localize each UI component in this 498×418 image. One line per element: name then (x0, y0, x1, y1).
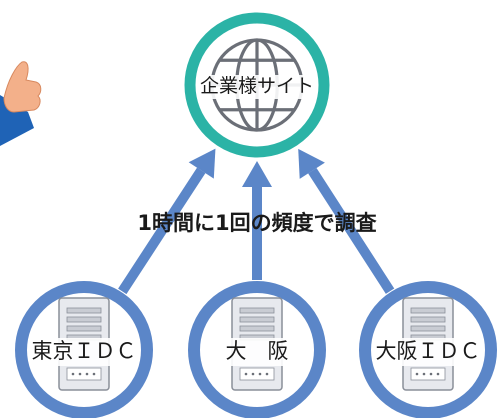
arrow-tokyo-to-site (118, 148, 216, 295)
source-label: 東京ＩＤＣ (32, 339, 137, 363)
target-label: 企業様サイト (200, 75, 314, 97)
arrows-group (118, 148, 395, 295)
source-node-osaka-idc: 大阪ＩＤＣ (359, 281, 497, 418)
thumbs-up-hand-icon (0, 61, 42, 146)
server-icon (376, 297, 480, 391)
source-node-tokyo-idc: 東京ＩＤＣ (15, 281, 153, 418)
server-icon (32, 297, 136, 391)
server-icon (205, 297, 309, 391)
globe-icon (201, 38, 313, 132)
source-label: 大阪ＩＤＣ (376, 339, 481, 363)
arrow-osaka-to-site (242, 161, 272, 280)
source-label: 大 阪 (226, 339, 289, 363)
frequency-caption: 1時間に1回の頻度で調査 (137, 211, 376, 235)
target-node: 企業様サイト (184, 12, 330, 158)
source-node-osaka: 大 阪 (188, 281, 326, 418)
arrow-osaka-idc-to-site (298, 148, 395, 294)
